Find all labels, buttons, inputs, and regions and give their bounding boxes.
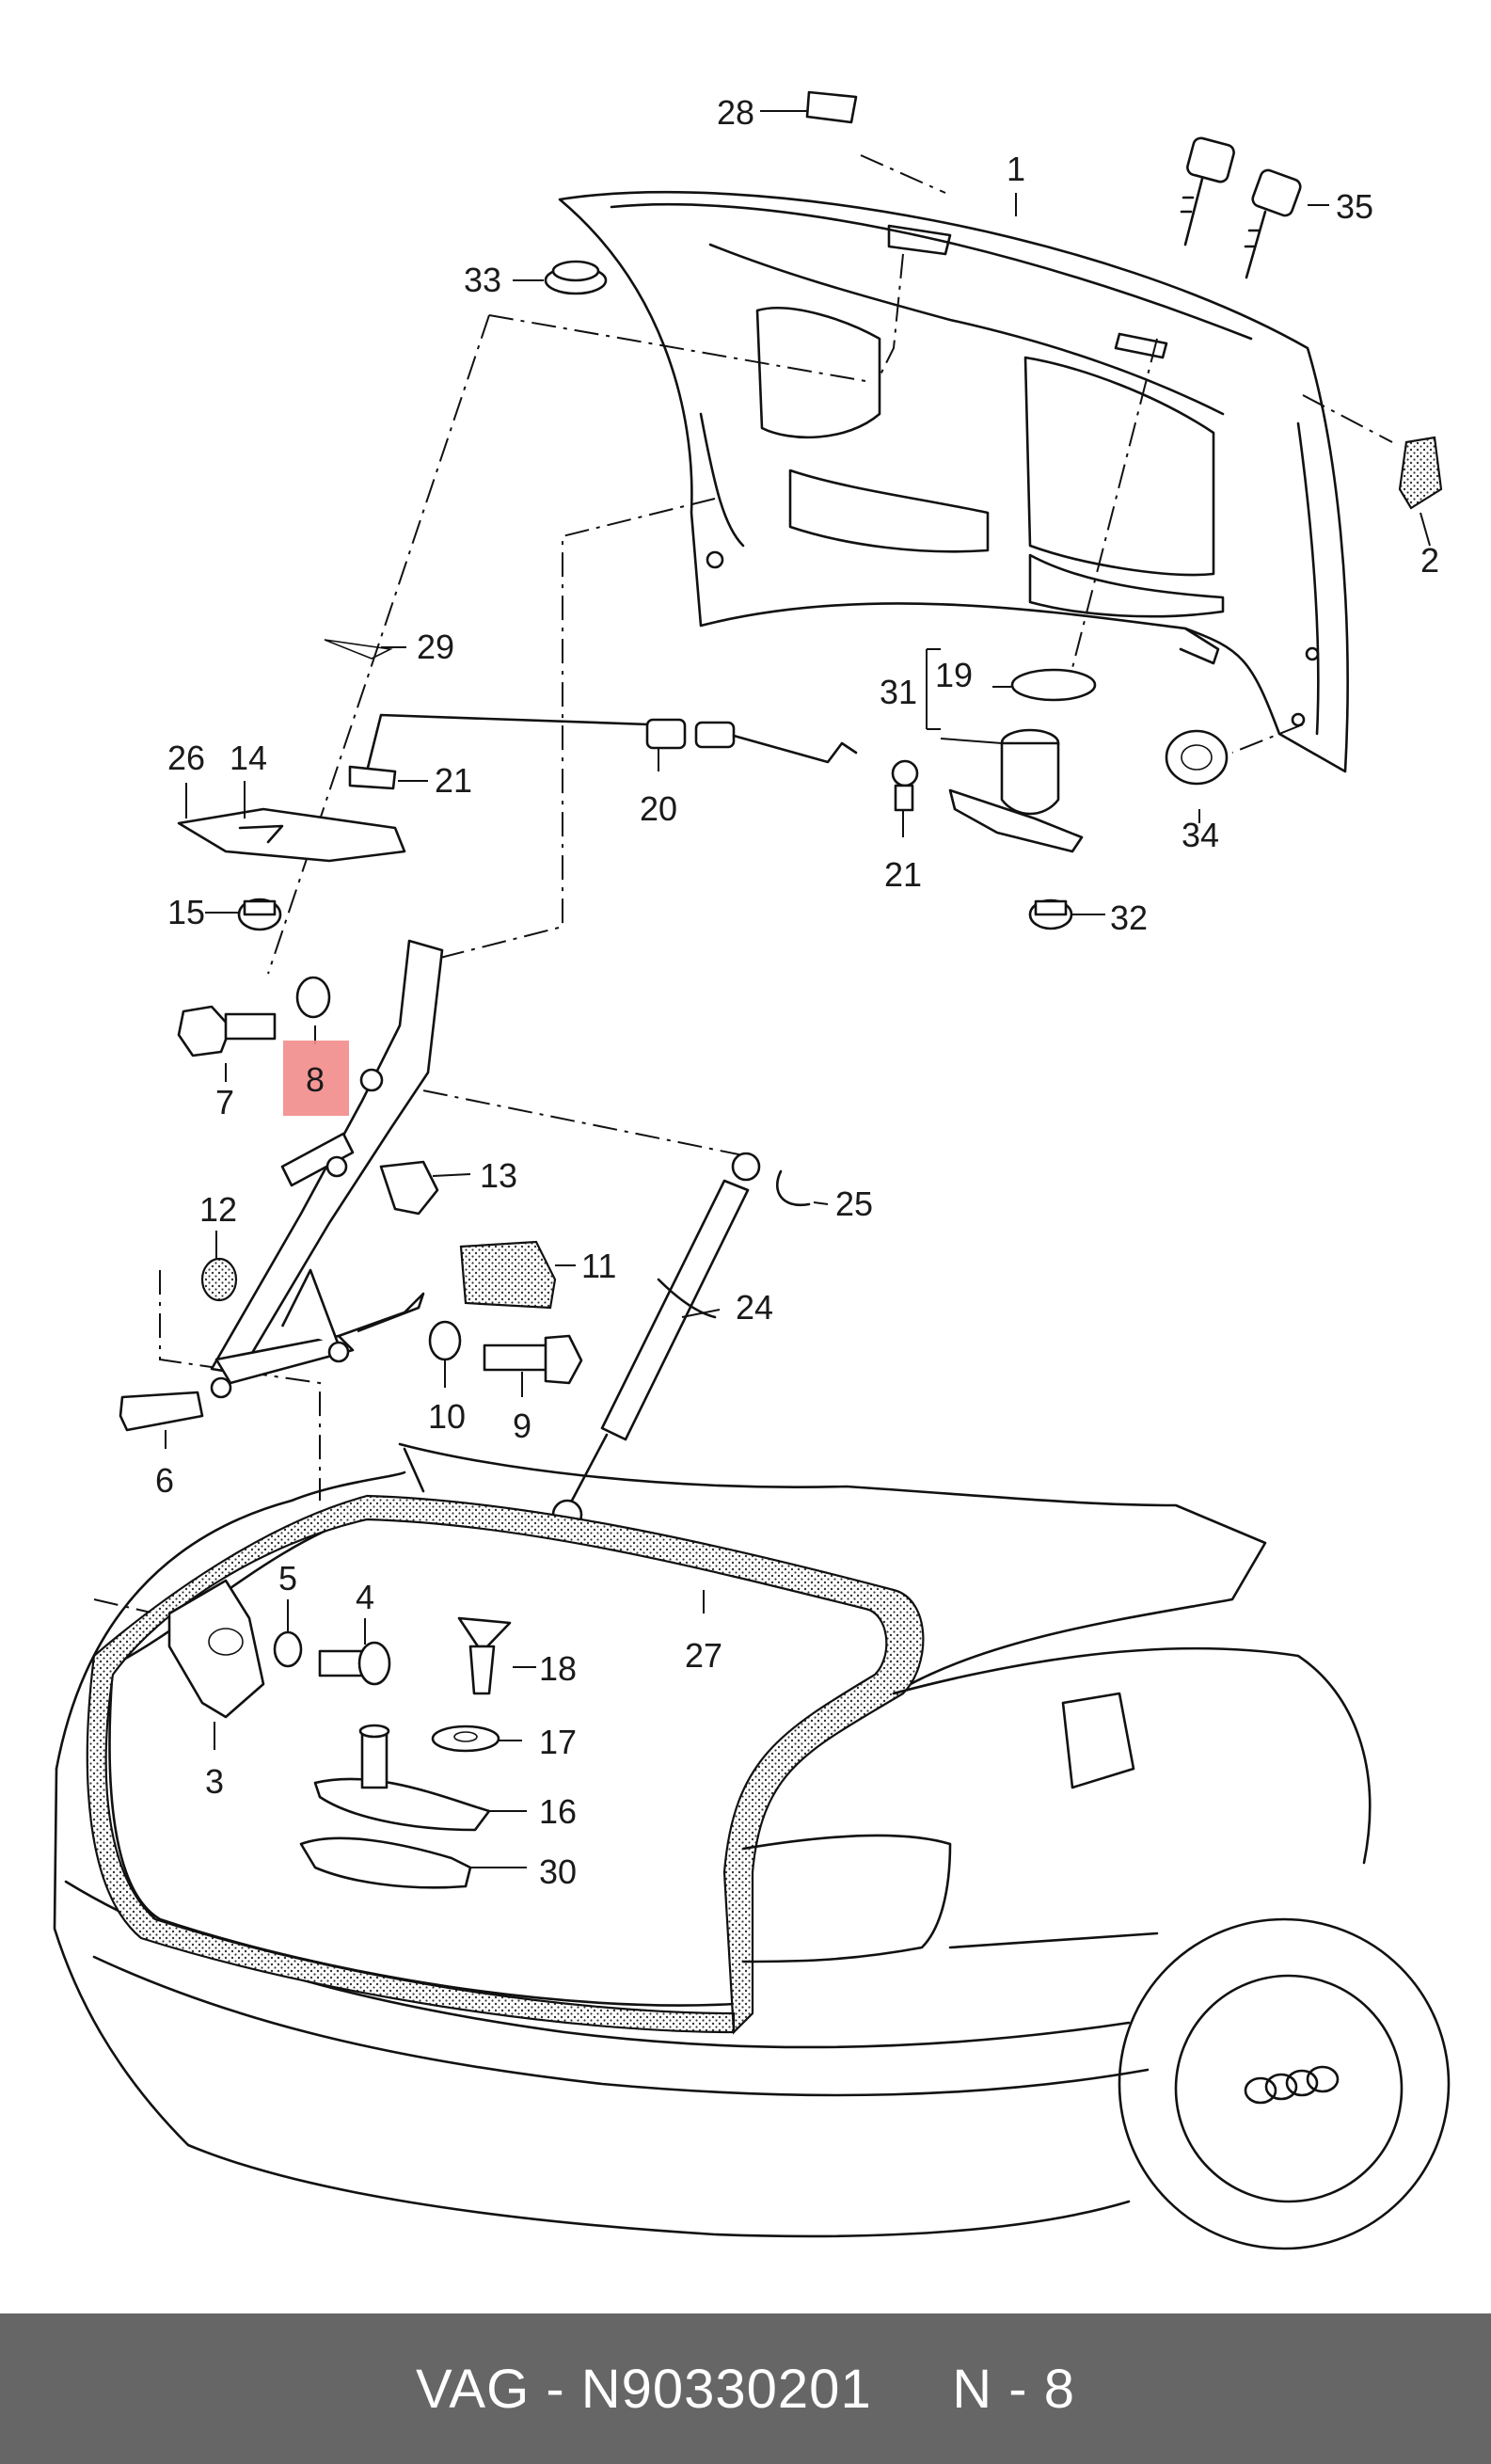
label-35: 35 — [1336, 187, 1373, 226]
part-35-keys — [1180, 136, 1302, 279]
label-34: 34 — [1182, 816, 1219, 854]
part-number-caption: VAG - N90330201 N - 8 — [416, 2358, 1075, 2420]
label-33: 33 — [464, 261, 501, 299]
label-29: 29 — [417, 628, 454, 666]
assembly-lines — [93, 154, 1393, 1629]
label-8: 8 — [306, 1060, 325, 1099]
car-body — [53, 1278, 1451, 2250]
label-24: 24 — [736, 1288, 773, 1327]
label-9: 9 — [513, 1407, 531, 1445]
footer-bar: VAG - N90330201 N - 8 — [0, 2313, 1491, 2464]
part-32-nut — [1028, 898, 1073, 930]
label-28: 28 — [717, 93, 754, 132]
label-3: 3 — [205, 1762, 224, 1801]
label-15: 15 — [167, 893, 205, 931]
label-7: 7 — [215, 1083, 234, 1121]
part-13-buffer — [379, 1160, 439, 1216]
audi-rings — [1244, 2065, 1340, 2105]
part-31-lock — [948, 728, 1084, 853]
part-9-bolt — [483, 1334, 583, 1385]
part-14-plate — [177, 807, 406, 863]
label-17: 17 — [539, 1723, 577, 1761]
part-3-lock-bracket — [167, 1579, 265, 1719]
label-6: 6 — [155, 1461, 174, 1500]
part-27-seal — [86, 1494, 925, 2035]
part-6-link — [119, 1391, 204, 1432]
part-16-striker — [313, 1724, 491, 1832]
part-21-clip-left — [348, 765, 397, 790]
part-labels: 28 1 35 33 2 29 19 31 26 14 21 20 21 34 … — [155, 93, 1439, 1891]
label-16: 16 — [539, 1792, 577, 1831]
label-21a: 21 — [435, 761, 472, 800]
label-30: 30 — [539, 1852, 577, 1891]
part-34-buffer — [1165, 729, 1229, 786]
parts-diagram: 28 1 35 33 2 29 19 31 26 14 21 20 21 34 … — [53, 90, 1451, 2250]
label-11: 11 — [581, 1247, 616, 1285]
label-25: 25 — [835, 1184, 873, 1223]
label-19: 19 — [935, 656, 973, 694]
part-18-screw — [457, 1616, 512, 1695]
label-20: 20 — [640, 789, 677, 828]
trunk-lid — [558, 190, 1349, 773]
part-12-clip — [200, 1257, 238, 1302]
hinge-assembly — [210, 939, 444, 1399]
part-28-clip — [805, 90, 858, 124]
label-27: 27 — [685, 1636, 722, 1675]
part-19-grommet — [1010, 668, 1097, 702]
part-29-shim — [324, 639, 393, 660]
part-5-washer — [273, 1630, 303, 1668]
part-8-washer — [295, 976, 331, 1019]
part-15-nut — [237, 898, 282, 931]
label-1: 1 — [1007, 150, 1025, 188]
highlight-box — [283, 1041, 349, 1116]
part-4-bushing — [318, 1641, 391, 1686]
part-21-clip-right — [891, 759, 919, 812]
label-21b: 21 — [884, 855, 922, 894]
label-18: 18 — [539, 1649, 577, 1688]
part-25-clip — [775, 1169, 811, 1207]
part-33-grommet — [544, 260, 608, 295]
leader-lines — [165, 110, 1431, 1868]
label-4: 4 — [356, 1578, 374, 1616]
label-14: 14 — [230, 739, 267, 777]
label-32: 32 — [1110, 898, 1148, 937]
label-26: 26 — [167, 739, 205, 777]
label-13: 13 — [480, 1156, 517, 1195]
part-10-washer — [428, 1320, 462, 1361]
label-12: 12 — [199, 1190, 237, 1229]
part-30-plate — [299, 1836, 472, 1889]
label-10: 10 — [428, 1397, 466, 1436]
part-2-cap — [1398, 436, 1443, 510]
label-5: 5 — [278, 1559, 297, 1598]
part-24-strut — [551, 1152, 761, 1531]
label-2: 2 — [1420, 541, 1439, 580]
part-17-washer — [431, 1725, 500, 1753]
label-31: 31 — [880, 673, 917, 711]
part-7-bolt — [177, 1005, 277, 1057]
part-11-block — [459, 1240, 557, 1310]
part-20-rod — [365, 713, 858, 773]
